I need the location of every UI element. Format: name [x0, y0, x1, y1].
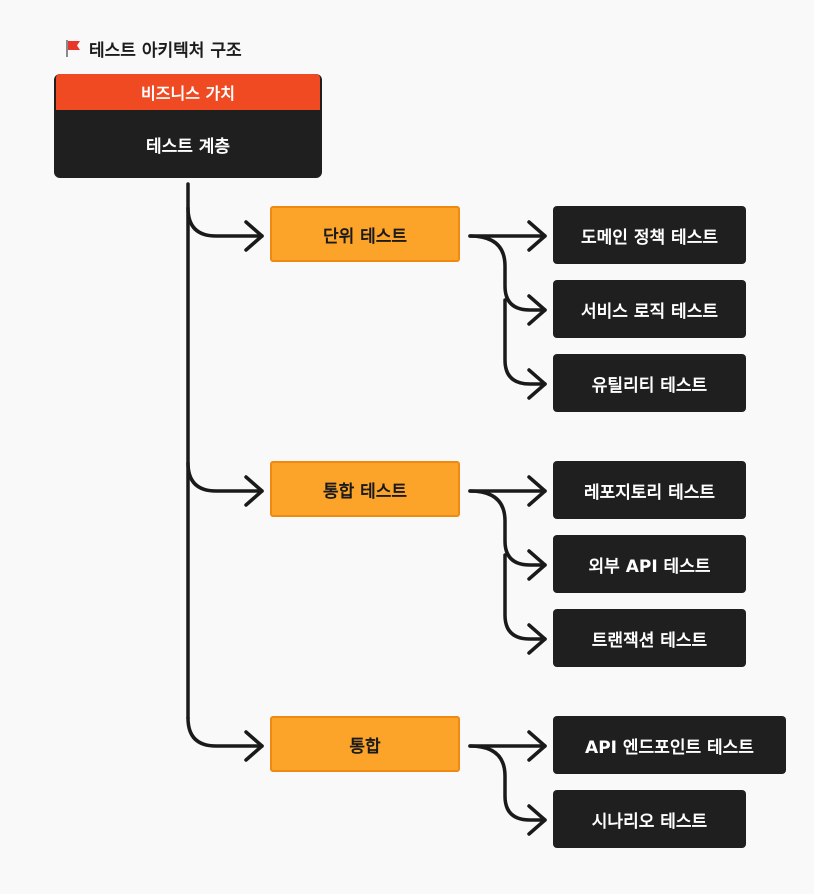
- repository-test-node: 레포지토리 테스트: [553, 461, 746, 519]
- test-layer-label: 테스트 계층: [145, 136, 231, 157]
- transaction-test-node: 트랜잭션 테스트: [553, 609, 746, 667]
- business-value-header: 비즈니스 가치: [56, 74, 320, 110]
- scenario-test-node: 시나리오 테스트: [553, 790, 746, 848]
- service-logic-test-node: 서비스 로직 테스트: [553, 280, 746, 338]
- diagram-title-text: 테스트 아키텍처 구조: [89, 40, 242, 61]
- integration-test-node: 통합 테스트: [270, 461, 460, 517]
- domain-policy-test-node: 도메인 정책 테스트: [553, 206, 746, 264]
- unit-test-node: 단위 테스트: [270, 206, 460, 262]
- integration-node: 통합: [270, 716, 460, 772]
- root-node: 비즈니스 가치 테스트 계층: [54, 74, 322, 178]
- api-endpoint-test-node: API 엔드포인트 테스트: [553, 716, 786, 774]
- red-flag-icon: [66, 40, 80, 57]
- utility-test-node: 유틸리티 테스트: [553, 354, 746, 412]
- external-api-test-node: 외부 API 테스트: [553, 535, 746, 593]
- diagram-title: 테스트 아키텍처 구조: [63, 36, 242, 61]
